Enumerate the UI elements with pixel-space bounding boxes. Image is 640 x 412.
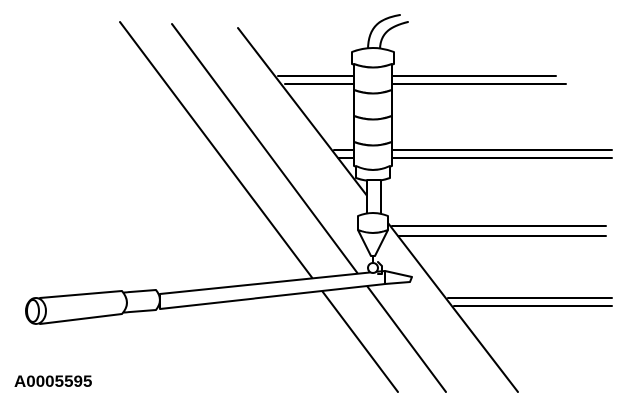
probe-grip-band [353,141,393,171]
probe-collar [357,212,389,234]
probe-cable [367,14,401,51]
probe-shaft [366,179,382,217]
probe-grip-band [353,89,393,121]
probe-cone-tip [357,229,389,257]
pry-tool-ferrule [117,289,161,314]
probe-grip-band [353,63,393,95]
figure-reference-code: A0005595 [14,372,93,391]
pry-tool-handle-end-inner [26,299,40,323]
diagonal-body-lines [119,21,519,393]
probe-grip-band [353,115,393,147]
pry-tool-handle [39,290,128,325]
panel-edge-lines [277,75,613,307]
probe-contact-clip [367,262,379,274]
pry-tool [25,270,413,325]
pry-tool-shaft [159,270,413,310]
probe-tool [351,14,409,275]
probe-grip-band [355,165,391,182]
